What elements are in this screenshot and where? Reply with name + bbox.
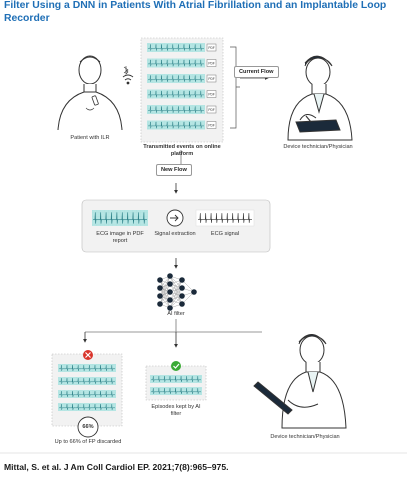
network-node — [167, 289, 173, 295]
ecg-trace — [151, 388, 201, 394]
pdf-icon-label: PDF — [208, 61, 214, 65]
ecg-trace — [148, 121, 204, 129]
ai-filter-label: AI filter — [167, 311, 185, 317]
pdf-icon-label: PDF — [208, 77, 214, 81]
ecg-trace — [148, 106, 204, 113]
network-node — [191, 289, 197, 295]
network-node — [167, 281, 173, 287]
citation: Mittal, S. et al. J Am Coll Cardiol EP. … — [4, 462, 229, 472]
network-node — [157, 277, 163, 283]
patient-figure — [57, 55, 123, 131]
network-node — [157, 301, 163, 307]
ecg-trace — [59, 404, 115, 410]
network-node — [167, 305, 173, 311]
signal-extraction-label: Signal extraction — [154, 231, 196, 237]
network-node — [179, 301, 185, 307]
wireless-icon — [122, 66, 134, 85]
network-node — [157, 285, 163, 291]
percent-circle — [77, 416, 99, 438]
network-node — [167, 273, 173, 279]
discarded-label: Up to 66% of FP discarded — [54, 439, 122, 445]
ecg-trace — [148, 90, 204, 98]
bracket-line — [230, 46, 240, 129]
network-node — [179, 293, 185, 299]
pdf-icon — [206, 105, 217, 114]
neural-network-icon — [157, 273, 197, 311]
technician-bottom-label: Device technician/Physician — [270, 434, 340, 440]
ecg-signal-trace — [198, 213, 252, 223]
kept-strips — [150, 375, 202, 395]
pdf-icon — [206, 74, 217, 83]
new-flow-label: New Flow — [156, 164, 192, 176]
episodes-kept-label: Episodes kept by AI filter — [151, 404, 201, 417]
transmitted-label: Transmitted events on online platform — [143, 144, 221, 157]
ecg-image-trace — [93, 212, 147, 224]
pdf-icon — [206, 121, 217, 129]
pdf-icon — [206, 90, 217, 98]
discarded-strips — [58, 364, 116, 411]
pdf-icon-label: PDF — [208, 123, 214, 127]
current-flow-label: Current Flow — [234, 66, 279, 78]
network-node — [179, 277, 185, 283]
technician-top-figure — [287, 55, 353, 141]
accept-icon — [171, 361, 181, 371]
network-node — [167, 297, 173, 303]
ecg-trace — [148, 59, 204, 67]
ecg-trace — [59, 365, 115, 371]
technician-bottom-figure — [253, 334, 347, 429]
pdf-icon — [206, 59, 217, 67]
patient-label: Patient with ILR — [70, 135, 110, 141]
ecg-trace — [59, 391, 115, 397]
ecg-signal-label: ECG signal — [210, 231, 240, 237]
ecg-signal-box — [195, 209, 255, 227]
network-node — [179, 285, 185, 291]
pdf-icon-label: PDF — [208, 46, 214, 50]
ecg-trace — [151, 376, 201, 382]
ecg-trace — [59, 378, 115, 384]
ecg-trace — [148, 44, 204, 51]
diagram-title: Filter Using a DNN in Patients With Atri… — [4, 0, 387, 24]
pdf-icon — [206, 43, 217, 52]
network-node — [157, 293, 163, 299]
technician-top-label: Device technician/Physician — [283, 144, 353, 150]
transmitted-strips: PDF PDF PDF PDF PDF PDF — [147, 43, 217, 130]
percent-value: 66% — [82, 424, 94, 430]
ecg-image-label: ECG image in PDF report — [96, 231, 144, 244]
ecg-trace — [148, 75, 204, 82]
pdf-icon-label: PDF — [208, 108, 214, 112]
pdf-icon-label: PDF — [208, 92, 214, 96]
